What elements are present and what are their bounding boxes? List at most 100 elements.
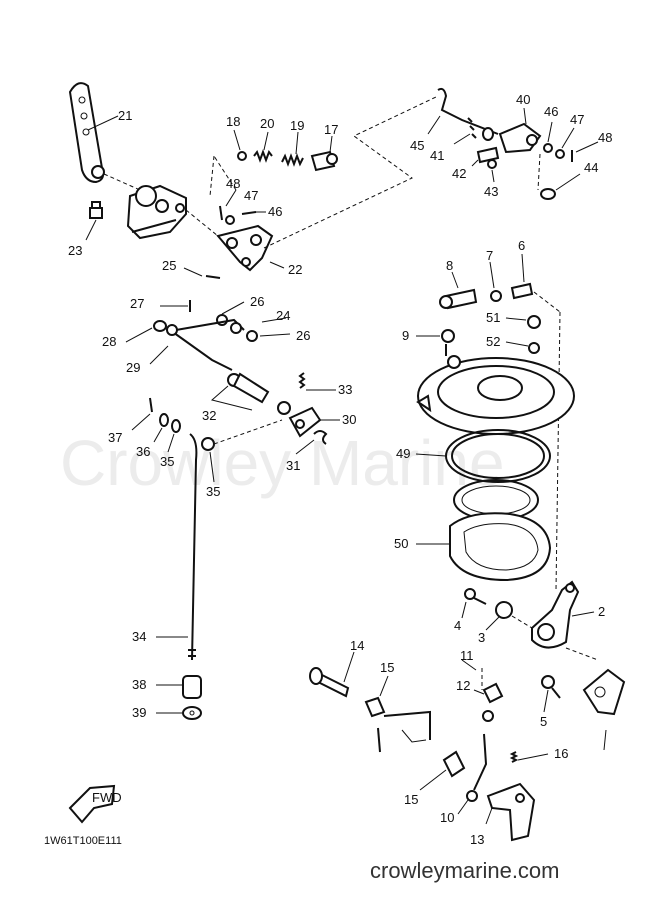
screw-9[interactable] xyxy=(441,329,455,356)
bushing-15b[interactable] xyxy=(442,750,466,778)
callout-34: 34 xyxy=(132,629,146,644)
shaft-10[interactable] xyxy=(466,733,488,802)
callout-16: 16 xyxy=(554,746,568,761)
nut-39[interactable] xyxy=(182,706,202,720)
screw-5[interactable] xyxy=(541,675,561,699)
callout-38: 38 xyxy=(132,677,146,692)
callout-23: 23 xyxy=(68,243,82,258)
washer-35a[interactable] xyxy=(171,419,181,433)
callout-18: 18 xyxy=(226,114,240,129)
washer-52[interactable] xyxy=(528,342,540,354)
callout-4: 4 xyxy=(454,618,461,633)
screw-8[interactable] xyxy=(439,288,478,310)
pin-43[interactable] xyxy=(487,159,497,169)
shaft-29[interactable] xyxy=(166,324,233,371)
callout-48b: 48 xyxy=(598,130,612,145)
joint-38[interactable] xyxy=(182,675,202,699)
callout-30: 30 xyxy=(342,412,356,427)
link-rod-16-area[interactable] xyxy=(377,710,431,753)
spring-16[interactable] xyxy=(509,751,519,763)
bolt-6[interactable] xyxy=(510,282,534,300)
callout-27: 27 xyxy=(130,296,144,311)
callout-47a: 47 xyxy=(244,188,258,203)
bushing-15a[interactable] xyxy=(364,696,386,718)
washer-46b[interactable] xyxy=(543,143,553,153)
callout-39: 39 xyxy=(132,705,146,720)
washer-35b[interactable] xyxy=(201,437,215,451)
callout-52: 52 xyxy=(486,334,500,349)
callout-31: 31 xyxy=(286,458,300,473)
pin-14[interactable] xyxy=(309,667,350,698)
throttle-cam-40[interactable] xyxy=(498,122,542,154)
bracket-assembly[interactable] xyxy=(126,184,187,240)
fitting-12[interactable] xyxy=(482,682,504,722)
callout-35a: 35 xyxy=(160,454,174,469)
callout-26b: 26 xyxy=(296,328,310,343)
throttle-lever-21[interactable] xyxy=(68,82,105,184)
website-link[interactable]: crowleymarine.com xyxy=(370,858,560,883)
washer-36[interactable] xyxy=(159,413,169,427)
spring-19[interactable] xyxy=(281,153,304,167)
callout-35b: 35 xyxy=(206,484,220,499)
callout-13: 13 xyxy=(470,832,484,847)
cotter-pin-48a[interactable] xyxy=(219,205,223,221)
spacer-3[interactable] xyxy=(495,601,513,619)
pin-37[interactable] xyxy=(149,397,153,413)
washer-26b[interactable] xyxy=(246,330,258,342)
bolt-42[interactable] xyxy=(476,146,500,164)
callout-51: 51 xyxy=(486,310,500,325)
callout-49: 49 xyxy=(396,446,410,461)
ball-18[interactable] xyxy=(237,151,247,161)
callout-15a: 15 xyxy=(380,660,394,675)
callout-7: 7 xyxy=(486,248,493,263)
spring-20[interactable] xyxy=(253,149,273,163)
callout-10: 10 xyxy=(440,810,454,825)
callout-50: 50 xyxy=(394,536,408,551)
callout-32: 32 xyxy=(202,408,216,423)
callout-48a: 48 xyxy=(226,176,240,191)
bolt-51[interactable] xyxy=(527,315,541,329)
clip-46a[interactable] xyxy=(241,211,257,215)
callout-11: 11 xyxy=(460,648,474,663)
callout-5: 5 xyxy=(540,714,547,729)
diagram-code: 1W61T100E111 xyxy=(44,835,122,847)
nut-44[interactable] xyxy=(540,188,556,200)
screw-4[interactable] xyxy=(464,588,487,605)
callout-43: 43 xyxy=(484,184,498,199)
callout-40: 40 xyxy=(516,92,530,107)
cam-arm-22[interactable] xyxy=(216,224,274,272)
callout-21: 21 xyxy=(118,108,132,123)
callout-41: 41 xyxy=(430,148,444,163)
callout-12: 12 xyxy=(456,678,470,693)
pin-25[interactable] xyxy=(205,275,221,279)
magneto-base-plate[interactable] xyxy=(416,355,575,435)
knob-17[interactable] xyxy=(310,150,338,172)
callout-46b: 46 xyxy=(544,104,558,119)
callout-37: 37 xyxy=(108,430,122,445)
callout-20: 20 xyxy=(260,116,274,131)
washer-7[interactable] xyxy=(490,290,502,302)
washer-47b[interactable] xyxy=(555,149,565,159)
screw-41[interactable] xyxy=(467,117,494,141)
callout-47b: 47 xyxy=(570,112,584,127)
washer-28[interactable] xyxy=(153,320,167,332)
collar-32[interactable] xyxy=(227,372,291,415)
callout-25: 25 xyxy=(162,258,176,273)
bolt-23[interactable] xyxy=(89,201,103,219)
link-rod-24[interactable] xyxy=(175,318,245,334)
cam-2[interactable] xyxy=(531,580,580,649)
callout-6: 6 xyxy=(518,238,525,253)
spring-33[interactable] xyxy=(298,372,306,389)
svg-text:FWD: FWD xyxy=(92,790,122,805)
lever-13[interactable] xyxy=(486,782,536,842)
callout-14: 14 xyxy=(350,638,364,653)
washer-47a[interactable] xyxy=(225,215,235,225)
callout-29: 29 xyxy=(126,360,140,375)
spring-31[interactable] xyxy=(313,430,328,445)
bracket-cover[interactable] xyxy=(582,668,626,716)
rod-34[interactable] xyxy=(188,433,198,661)
link-45[interactable] xyxy=(437,87,499,135)
plate-50[interactable] xyxy=(449,512,552,582)
callout-26a: 26 xyxy=(250,294,264,309)
